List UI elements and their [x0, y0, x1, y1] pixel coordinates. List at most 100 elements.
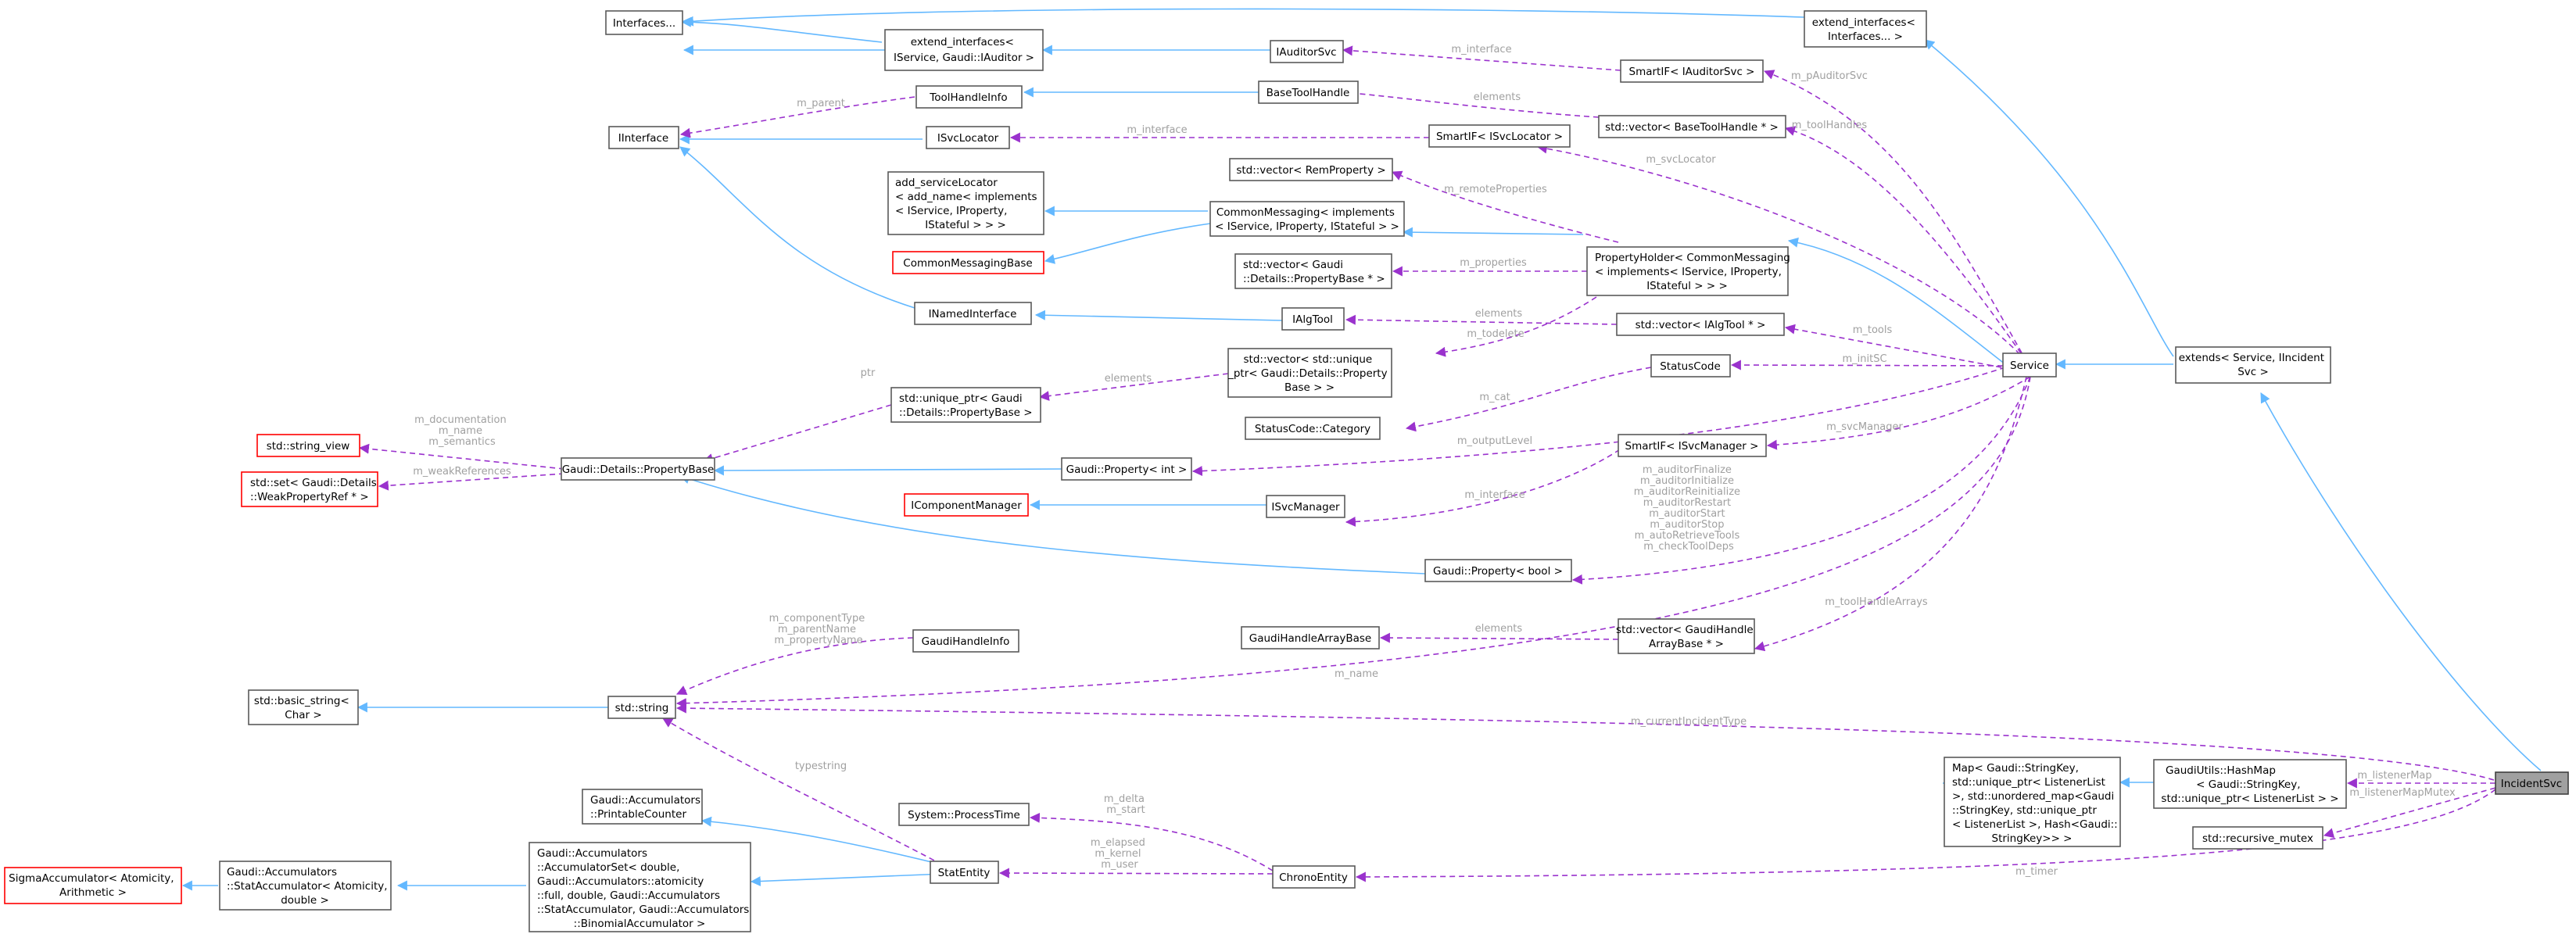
class-node-commonmessaging[interactable]: CommonMessaging< implements < IService, … [1209, 201, 1405, 237]
svg-text:std::vector< BaseToolHandle *: std::vector< BaseToolHandle * > [1605, 121, 1779, 134]
class-node-vector-basetoolhandle[interactable]: std::vector< BaseToolHandle * > [1598, 115, 1786, 138]
svg-text:Gaudi::Accumulators ::: Gaudi::Accumulators ::PrintableCounter [590, 794, 704, 821]
class-node-service[interactable]: Service [2002, 352, 2057, 378]
class-node-commonmessagingbase[interactable]: CommonMessagingBase [892, 251, 1044, 274]
svg-text:std::vector< RemProperty >: std::vector< RemProperty > [1236, 164, 1385, 177]
usage-edges [358, 45, 2496, 882]
class-node-hashmap[interactable]: GaudiUtils::HashMap < Gaudi::StringKey, … [2153, 759, 2347, 809]
svg-text:add_serviceLocator < a: add_serviceLocator < add_name< implement… [895, 177, 1041, 231]
class-node-add-servicelocator[interactable]: add_serviceLocator < add_name< implement… [887, 171, 1044, 235]
svg-text:SmartIF< IAuditorSvc >: SmartIF< IAuditorSvc > [1629, 66, 1755, 78]
edge-label-m-interface-auditor: m_interface [1451, 44, 1511, 55]
class-node-incidentsvc[interactable]: IncidentSvc [2495, 771, 2569, 795]
class-node-chronoentity[interactable]: ChronoEntity [1272, 865, 1356, 889]
class-node-icomponentmanager[interactable]: IComponentManager [904, 493, 1029, 517]
svg-text:BaseToolHandle: BaseToolHandle [1267, 87, 1350, 99]
edge-label-m-name-service: m_name [1335, 668, 1378, 680]
svg-text:GaudiHandleArrayBase: GaudiHandleArrayBase [1249, 632, 1371, 645]
svg-text:Gaudi::Accumulators ::: Gaudi::Accumulators ::StatAccumulator< A… [227, 866, 391, 907]
class-node-vector-propertybase[interactable]: std::vector< Gaudi ::Details::PropertyBa… [1234, 253, 1392, 289]
edge-label-m-parent: m_parent [797, 98, 845, 109]
class-node-vector-unique-ptr[interactable]: std::vector< std::unique _ptr< Gaudi::De… [1227, 348, 1392, 398]
class-node-basic-string[interactable]: std::basic_string< Char > [248, 689, 359, 725]
edge-label-m-initsc: m_initSC [1842, 353, 1886, 365]
class-node-property-int[interactable]: Gaudi::Property< int > [1061, 457, 1192, 481]
svg-text:INamedInterface: INamedInterface [929, 308, 1017, 320]
class-node-accumulator-set[interactable]: Gaudi::Accumulators ::AccumulatorSet< do… [528, 842, 753, 932]
svg-text:extend_interfaces< ISe: extend_interfaces< IService, Gaudi::IAud… [894, 36, 1034, 64]
class-node-iauditorsvc[interactable]: IAuditorSvc [1270, 40, 1344, 63]
class-node-unique-ptr-propertybase[interactable]: std::unique_ptr< Gaudi ::Details::Proper… [890, 387, 1041, 423]
class-node-extends-service[interactable]: extends< Service, IIncident Svc > [2175, 346, 2331, 384]
class-node-processtime[interactable]: System::ProcessTime [898, 803, 1030, 826]
svg-text:IAuditorSvc: IAuditorSvc [1276, 46, 1336, 59]
class-node-toolhandleinfo[interactable]: ToolHandleInfo [915, 85, 1023, 109]
svg-text:std::basic_string< Cha: std::basic_string< Char > [254, 695, 353, 721]
class-node-isvclocator[interactable]: ISvcLocator [926, 126, 1010, 149]
class-node-std-string[interactable]: std::string [607, 696, 676, 719]
class-node-statentity[interactable]: StatEntity [930, 861, 999, 884]
svg-text:std::string: std::string [615, 702, 669, 714]
edge-label-typestring: typestring [795, 760, 847, 772]
class-node-printablecounter[interactable]: Gaudi::Accumulators ::PrintableCounter [582, 789, 704, 825]
edge-label-m-documentation: m_documentation m_name m_semantics [414, 414, 510, 448]
class-node-propertyholder[interactable]: PropertyHolder< CommonMessaging < implem… [1586, 246, 1793, 296]
class-node-stat-accumulator[interactable]: Gaudi::Accumulators ::StatAccumulator< A… [219, 861, 392, 911]
class-node-vector-remproperty[interactable]: std::vector< RemProperty > [1229, 158, 1393, 181]
class-node-recursive-mutex[interactable]: std::recursive_mutex [2192, 826, 2323, 850]
inheritance-edges [181, 8, 2542, 891]
class-node-smartif-isvclocator[interactable]: SmartIF< ISvcLocator > [1428, 124, 1571, 148]
class-node-extend-interfaces-auditor[interactable]: extend_interfaces< IService, Gaudi::IAud… [884, 29, 1044, 71]
svg-text:IAlgTool: IAlgTool [1292, 313, 1333, 326]
svg-text:ChronoEntity: ChronoEntity [1279, 871, 1348, 884]
class-node-statuscode[interactable]: StatusCode [1650, 354, 1731, 378]
edge-label-m-delta: m_delta m_start [1104, 793, 1148, 816]
class-node-vector-gaudihandlearraybase[interactable]: std::vector< GaudiHandle ArrayBase * > [1616, 618, 1757, 654]
edge-label-elements-btool: elements [1474, 91, 1521, 103]
class-node-isvcmanager[interactable]: ISvcManager [1266, 495, 1345, 518]
svg-text:Gaudi::Property< bool >: Gaudi::Property< bool > [1433, 565, 1563, 578]
class-node-gaudihandlearraybase[interactable]: GaudiHandleArrayBase [1241, 626, 1380, 650]
svg-text:std::vector< GaudiHandle: std::vector< GaudiHandle ArrayBase * > [1616, 624, 1757, 650]
svg-text:IComponentManager: IComponentManager [911, 499, 1022, 512]
svg-text:CommonMessaging< implements: CommonMessaging< implements < IService, … [1215, 206, 1399, 233]
class-node-map[interactable]: Map< Gaudi::StringKey, std::unique_ptr< … [1944, 757, 2121, 847]
class-node-vector-ialgtool[interactable]: std::vector< IAlgTool * > [1616, 313, 1785, 336]
edge-label-m-bool-flags: m_auditorFinalize m_auditorInitialize m_… [1634, 464, 1743, 553]
svg-text:Gaudi::Details::PropertyBase: Gaudi::Details::PropertyBase [562, 463, 715, 476]
svg-text:extends< Service, IIncident: extends< Service, IIncident Svc > [2179, 352, 2328, 378]
svg-text:GaudiUtils::HashMap <: GaudiUtils::HashMap < Gaudi::StringKey, … [2161, 764, 2338, 805]
edge-label-m-toolhandles: m_toolHandles [1792, 120, 1868, 131]
edge-label-m-outputlevel: m_outputLevel [1457, 435, 1532, 447]
class-node-string-view[interactable]: std::string_view [256, 434, 360, 457]
class-node-ialgtool[interactable]: IAlgTool [1281, 307, 1345, 331]
svg-text:std::unique_ptr< Gaudi: std::unique_ptr< Gaudi ::Details::Proper… [899, 392, 1033, 419]
class-node-extend-interfaces-generic[interactable]: extend_interfaces< Interfaces... > [1804, 10, 1927, 48]
class-node-property-bool[interactable]: Gaudi::Property< bool > [1424, 559, 1572, 582]
class-node-sigma-accumulator[interactable]: SigmaAccumulator< Atomicity, Arithmetic … [4, 867, 182, 904]
edge-label-ptr: ptr [861, 367, 876, 379]
class-node-set-weakpropertyref[interactable]: std::set< Gaudi::Details ::WeakPropertyR… [241, 471, 380, 507]
edge-label-m-toolhandlearrays: m_toolHandleArrays [1825, 596, 1928, 608]
edge-label-m-elapsed: m_elapsed m_kernel m_user [1091, 837, 1148, 871]
class-node-propertybase[interactable]: Gaudi::Details::PropertyBase [561, 457, 715, 481]
svg-text:Interfaces...: Interfaces... [613, 17, 675, 30]
class-node-statuscode-category[interactable]: StatusCode::Category [1245, 417, 1381, 440]
svg-text:Gaudi::Accumulators ::: Gaudi::Accumulators ::AccumulatorSet< do… [537, 847, 753, 930]
class-node-gaudihandleinfo[interactable]: GaudiHandleInfo [912, 629, 1019, 653]
edge-label-m-svclocator: m_svcLocator [1646, 154, 1716, 166]
edge-label-m-todelete: m_todelete [1467, 328, 1524, 340]
edge-label-m-pauditorsvc: m_pAuditorSvc [1791, 70, 1868, 82]
svg-text:SigmaAccumulator< Atomicity,: SigmaAccumulator< Atomicity, Arithmetic … [9, 872, 177, 899]
class-node-interfaces[interactable]: Interfaces... [605, 10, 683, 35]
svg-text:PropertyHolder< CommonMessagin: PropertyHolder< CommonMessaging < implem… [1595, 252, 1793, 292]
class-node-inamedinterface[interactable]: INamedInterface [914, 302, 1032, 325]
svg-text:extend_interfaces< Int: extend_interfaces< Interfaces... > [1812, 16, 1919, 43]
edge-label-m-tools: m_tools [1853, 324, 1893, 336]
class-node-basetoolhandle[interactable]: BaseToolHandle [1258, 81, 1359, 104]
edge-label-m-interface-locator: m_interface [1127, 124, 1187, 136]
class-node-smartif-iauditorsvc[interactable]: SmartIF< IAuditorSvc > [1620, 59, 1764, 83]
class-node-smartif-isvcmanager[interactable]: SmartIF< ISvcManager > [1618, 434, 1767, 457]
class-node-iinterface[interactable]: IInterface [608, 126, 679, 149]
